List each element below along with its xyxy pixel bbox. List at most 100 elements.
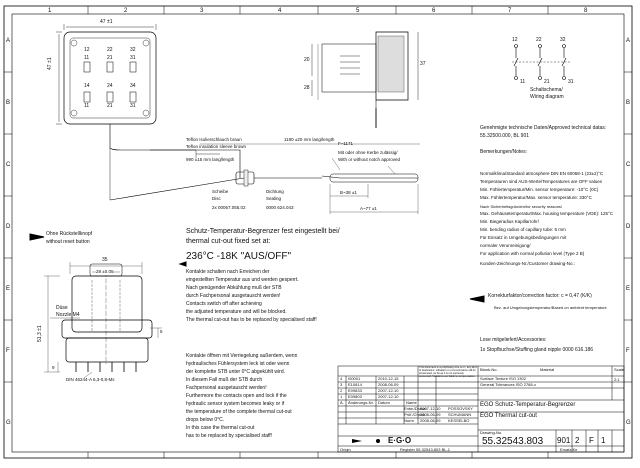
terminal-label-11-top: 11 <box>84 55 90 61</box>
col-label-6: 6 <box>432 8 436 14</box>
col-label-7: 7 <box>508 8 512 14</box>
fail-text-de-5: Fachpersonal ausgetauscht werden! <box>186 385 267 391</box>
spec-line-4: Max. Fühlertemperatur/Max. sensor temper… <box>480 195 592 200</box>
terminal-label-11-bottom: 11 <box>84 103 90 109</box>
title-block <box>337 365 625 453</box>
footer-origin: Origin <box>340 447 351 452</box>
rev-header-name: Name <box>406 400 417 405</box>
cutout-text-de-3: Nach genügender Abkühlung muß der STB <box>186 285 282 291</box>
reset-button-note-de: Ohne Rückstellknopf <box>46 231 93 237</box>
correction-note: Bez. auf Umgebungstemperatur/Based on am… <box>494 305 607 310</box>
revision-no-1: 1 <box>340 394 343 399</box>
revision-date-2: 2007-12-10 <box>378 388 399 393</box>
drawing-no-label: Drawing-No. <box>480 430 503 435</box>
norm-date: 2008-06-09 <box>420 418 441 423</box>
spec-line-3: Min. Fühlertemperatur/Min. sensor temper… <box>480 187 599 192</box>
col-label-1: 1 <box>48 8 52 14</box>
proprietary-notice: This document is a proprietary of E.G.O.… <box>419 366 477 378</box>
row-label-e-right: E <box>626 286 631 292</box>
terminal-label-14: 14 <box>84 83 90 89</box>
spec-line-12: Kunden-Zeichnungs-Nr./Customer drawing-N… <box>480 261 576 266</box>
revision-code-2: E09833 <box>348 388 362 393</box>
fail-text-de-2: hydraulisches Fühlersystem leck ist oder… <box>186 361 290 367</box>
terminal-label-21-top: 21 <box>107 55 113 61</box>
side-dim-20: 20 <box>304 57 310 63</box>
fail-text-en-1: Furthermore the contacts open and lock i… <box>186 393 287 399</box>
terminal-label-31-bottom: 31 <box>130 103 136 109</box>
fail-text-en-6: has to be replaced by specialised staff! <box>186 433 273 439</box>
top-view-height-dim: 47 ±1 <box>47 57 53 70</box>
revision-code-4: I00001 <box>348 376 361 381</box>
company-logo-text: E·G·O <box>388 436 412 445</box>
revision-no-4: 4 <box>340 376 343 381</box>
norm-name: KESSELBO <box>448 418 470 423</box>
capillary-assembly <box>109 143 420 214</box>
side-dim-37: 37 <box>420 61 426 67</box>
revision-date-4: 2010-12-15 <box>378 376 399 381</box>
spec-line-9: Für Einsatz in Umgebungsbedingungen mit <box>480 235 567 240</box>
col-label-2: 2 <box>124 8 128 14</box>
spec-line-5: Nach Sicherheitsgründen/for security rea… <box>480 204 563 209</box>
specs-header: Genehmigte technische Daten/Approved tec… <box>480 125 607 131</box>
drawn-name: POSSOVSKY <box>448 406 473 411</box>
fail-text-de-4: In diesem Fall muß der STB durch <box>186 377 263 383</box>
f-dimension: F~1171 <box>338 141 354 146</box>
front-dim-35: 35 <box>102 257 108 263</box>
row-label-c-right: C <box>626 162 631 168</box>
sheet-size: 901 <box>557 436 571 445</box>
front-dim-513: 51,3 ±1 <box>37 325 43 342</box>
accessories-de: Lose mitgeliefert/Accessories: <box>480 337 547 343</box>
schematic-terminal-22: 22 <box>536 37 542 43</box>
cutout-text-en-2: the adjusted temperature and will be blo… <box>186 309 287 315</box>
fail-text-de-3: der komplette STB unter 0°C abgekühlt wi… <box>186 369 285 375</box>
check-name: SCHUMANN <box>448 412 472 417</box>
specs-remarks: Bemerkungen/Notes: <box>480 149 527 155</box>
specs-approval: 55.32500.000, BL 901 <box>480 133 530 139</box>
surface-texture: Surface Texture ISO 1302 <box>480 376 526 381</box>
general-tolerances: General Tolerances ISO 2768-v <box>480 382 536 387</box>
revision-code-1: E09803 <box>348 394 362 399</box>
col-label-8: 8 <box>584 8 588 14</box>
side-view <box>311 31 419 128</box>
nozzle-label-en: Nozzle M4 <box>56 312 80 318</box>
revision-date-1: 2007-12-10 <box>378 394 399 399</box>
reset-button-note-en: without reset button <box>46 239 90 245</box>
cutout-text-de-2: eingestellten Temperatur aus und werden … <box>186 277 299 283</box>
washer-part-no: 2x 00067.055.02 <box>212 205 246 210</box>
dim-b: B~38 ±1 <box>340 190 357 195</box>
terminal-label-31-top: 31 <box>130 55 136 61</box>
drawn-date: 2007-12-10 <box>420 406 441 411</box>
col-label-4: 4 <box>278 8 282 14</box>
seal-label-en: Sealing <box>266 196 282 201</box>
page: 1 <box>601 436 606 445</box>
schematic-terminal-31: 31 <box>568 79 574 85</box>
spec-line-10: normaler Verunreinigung/ <box>480 243 531 248</box>
grid-ticks <box>4 6 632 458</box>
terminal-label-22: 22 <box>107 47 113 53</box>
spec-line-8: Min. bending radius of capillary tube: 5… <box>480 227 566 232</box>
fitting-note-en: With or without notch approved <box>338 157 401 162</box>
row-label-d-right: D <box>626 224 631 230</box>
dim-a: A~77 ±1 <box>360 206 377 211</box>
front-view <box>44 262 162 379</box>
cutout-heading-en: thermal cut-out fixed set at: <box>186 238 271 245</box>
check-date: 2008-06-09 <box>420 412 441 417</box>
terminal-label-21-bottom: 21 <box>107 103 113 109</box>
schematic-caption-de: Schaltschema/ <box>530 87 563 93</box>
schematic-terminal-12: 12 <box>512 37 518 43</box>
row-label-f: F <box>6 348 10 354</box>
spec-line-7: Min. Biegeradius Kapillarrohr/ <box>480 219 540 224</box>
notes-arrows <box>178 261 187 267</box>
row-label-e: E <box>6 286 11 292</box>
drawing-title-en: EGO Thermal cut-out <box>480 413 537 419</box>
revision-no-2: 2 <box>340 388 343 393</box>
spec-line-1: Normalklima/Standard atmosphere DIN EN 6… <box>480 171 604 176</box>
spec-line-11: For application with normal pollution le… <box>480 251 585 256</box>
front-dim-28: 28 ±0.05 <box>96 269 114 275</box>
row-label-b-right: B <box>626 100 631 106</box>
teflon-label-de: Teflon Isolierschlauch braun <box>186 137 242 142</box>
nozzle-label-de: Düse <box>56 305 68 311</box>
fail-text-en-2: hydraulic sensor system becomes leaky or… <box>186 401 285 407</box>
col-label-3: 3 <box>200 8 204 14</box>
